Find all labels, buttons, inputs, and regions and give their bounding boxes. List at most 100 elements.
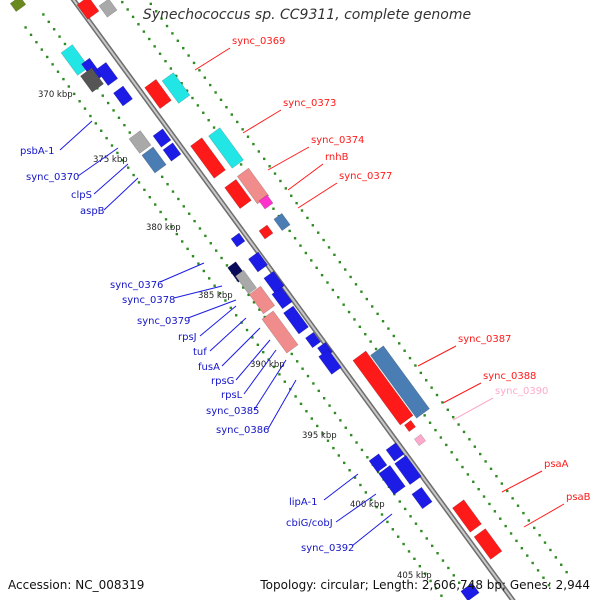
- gene-block-red-0373[interactable]: [190, 137, 226, 179]
- gene-block-blue-g[interactable]: [248, 251, 268, 273]
- tick-mark: [180, 82, 183, 85]
- gene-block-blue-q[interactable]: [394, 455, 422, 485]
- gene-label-fusa[interactable]: fusA: [198, 362, 220, 373]
- gene-label-sync-0388[interactable]: sync_0388: [483, 371, 536, 382]
- tick-mark: [202, 111, 205, 114]
- gene-label-lipa-1[interactable]: lipA-1: [289, 497, 318, 508]
- gene-block-blue-d[interactable]: [152, 128, 172, 148]
- tick-mark: [256, 343, 260, 346]
- gene-label-cbig-cobj[interactable]: cbiG/cobJ: [286, 518, 333, 529]
- gene-block-salmon-fusA[interactable]: [261, 310, 299, 354]
- gene-block-red-top[interactable]: [76, 0, 100, 20]
- tick-mark: [387, 327, 390, 330]
- gene-block-gray-c[interactable]: [235, 269, 257, 295]
- tick-mark: [47, 20, 50, 24]
- gene-block-blue-i[interactable]: [271, 286, 293, 310]
- gene-label-sync-0392[interactable]: sync_0392: [301, 543, 354, 554]
- gene-block-rnhB[interactable]: [258, 194, 274, 210]
- tick-mark: [94, 122, 98, 125]
- gene-label-sync-0378[interactable]: sync_0378: [122, 295, 175, 306]
- gene-label-sync-0377[interactable]: sync_0377: [339, 171, 392, 182]
- gene-label-sync-0386[interactable]: sync_0386: [216, 425, 269, 436]
- gene-block-red-psaB[interactable]: [473, 528, 503, 560]
- tick-mark: [225, 106, 228, 109]
- tick-mark: [58, 35, 61, 38]
- gene-block-cyan-0369[interactable]: [161, 72, 191, 104]
- tick-mark: [440, 594, 443, 597]
- gene-block-blue-p[interactable]: [385, 442, 405, 462]
- tick-mark: [116, 151, 119, 155]
- gene-label-sync-0374[interactable]: sync_0374: [311, 135, 364, 146]
- gene-block-red-0374[interactable]: [224, 179, 252, 209]
- gene-label-rpsg[interactable]: rpsG: [211, 376, 234, 387]
- tick-mark: [191, 255, 195, 258]
- gene-label-aspb[interactable]: aspB: [80, 206, 105, 217]
- gene-block-blue-f[interactable]: [230, 232, 246, 248]
- gene-block-pink-0390[interactable]: [414, 434, 426, 446]
- gene-label-clps[interactable]: clpS: [71, 190, 92, 201]
- gene-label-tuf[interactable]: tuf: [193, 347, 207, 358]
- gene-label-psba-1[interactable]: psbA-1: [20, 146, 55, 157]
- tick-mark: [236, 120, 239, 124]
- tick-mark: [420, 529, 423, 533]
- tick-mark: [257, 150, 261, 153]
- gene-block-gray-b[interactable]: [128, 130, 152, 154]
- gene-block-blue-m[interactable]: [318, 349, 342, 375]
- tick-mark: [516, 504, 520, 507]
- gene-block-olive[interactable]: [9, 0, 27, 12]
- tick-mark: [198, 69, 201, 72]
- gene-block-red-0377[interactable]: [258, 224, 274, 240]
- tick-mark: [489, 467, 493, 471]
- gene-block-blue-j[interactable]: [283, 305, 309, 335]
- tick-mark: [310, 259, 313, 262]
- gene-block-blue-b[interactable]: [95, 62, 119, 86]
- gene-label-sync-0369[interactable]: sync_0369: [232, 36, 285, 47]
- gene-block-steel-0388[interactable]: [370, 345, 430, 419]
- gene-block-blue-c[interactable]: [113, 85, 133, 107]
- gene-label-rpsl[interactable]: rpsL: [221, 390, 243, 401]
- gene-block-red-0388b[interactable]: [404, 420, 416, 432]
- gene-block-blue-r[interactable]: [411, 486, 433, 510]
- tick-mark: [160, 17, 163, 20]
- tick-mark: [218, 291, 222, 295]
- gene-block-blue-n[interactable]: [368, 453, 388, 473]
- gene-leader-line: [297, 182, 338, 209]
- gene-label-sync-0379[interactable]: sync_0379: [137, 316, 190, 327]
- gene-label-sync-0370[interactable]: sync_0370: [26, 172, 79, 183]
- gene-block-gray-top[interactable]: [98, 0, 118, 18]
- gene-label-sync-0373[interactable]: sync_0373: [283, 98, 336, 109]
- tick-mark: [366, 456, 369, 459]
- gene-block-red-0369[interactable]: [144, 79, 172, 109]
- tick-mark: [148, 195, 152, 199]
- gene-block-blue-o[interactable]: [378, 465, 406, 495]
- tick-mark: [338, 260, 342, 264]
- tick-mark: [169, 67, 173, 70]
- tick-mark: [531, 561, 534, 565]
- gene-block-red-psaA[interactable]: [452, 499, 482, 533]
- gene-label-rpsj[interactable]: rpsJ: [178, 332, 197, 343]
- gene-block-cyan-0373[interactable]: [208, 127, 244, 169]
- gene-label-sync-0390[interactable]: sync_0390: [495, 386, 548, 397]
- gene-block-steel-0377[interactable]: [273, 213, 291, 231]
- tick-mark: [164, 218, 168, 221]
- gene-label-sync-0387[interactable]: sync_0387: [458, 334, 511, 345]
- gene-block-red-0387[interactable]: [352, 350, 414, 426]
- gene-label-psaa[interactable]: psaA: [544, 459, 569, 470]
- gene-label-sync-0376[interactable]: sync_0376: [110, 280, 163, 291]
- tick-mark: [284, 187, 288, 190]
- gene-block-blue-k[interactable]: [305, 331, 321, 349]
- gene-block-blue-bottom[interactable]: [460, 582, 480, 600]
- tick-mark: [509, 532, 513, 535]
- gene-label-rnhb[interactable]: rnhB: [325, 152, 349, 163]
- gene-block-gray-a[interactable]: [80, 67, 104, 93]
- gene-block-cyan-a[interactable]: [60, 44, 90, 76]
- tick-mark: [73, 92, 76, 96]
- tick-mark: [337, 454, 341, 457]
- tick-mark: [408, 356, 412, 360]
- gene-label-sync-0385[interactable]: sync_0385: [206, 406, 259, 417]
- gene-block-salmon-tuf[interactable]: [248, 285, 276, 315]
- kbp-label: 385 kbp: [198, 291, 233, 301]
- gene-block-blue-e[interactable]: [162, 142, 182, 162]
- gene-label-psab[interactable]: psaB: [566, 492, 591, 503]
- gene-block-steel-b[interactable]: [141, 146, 167, 174]
